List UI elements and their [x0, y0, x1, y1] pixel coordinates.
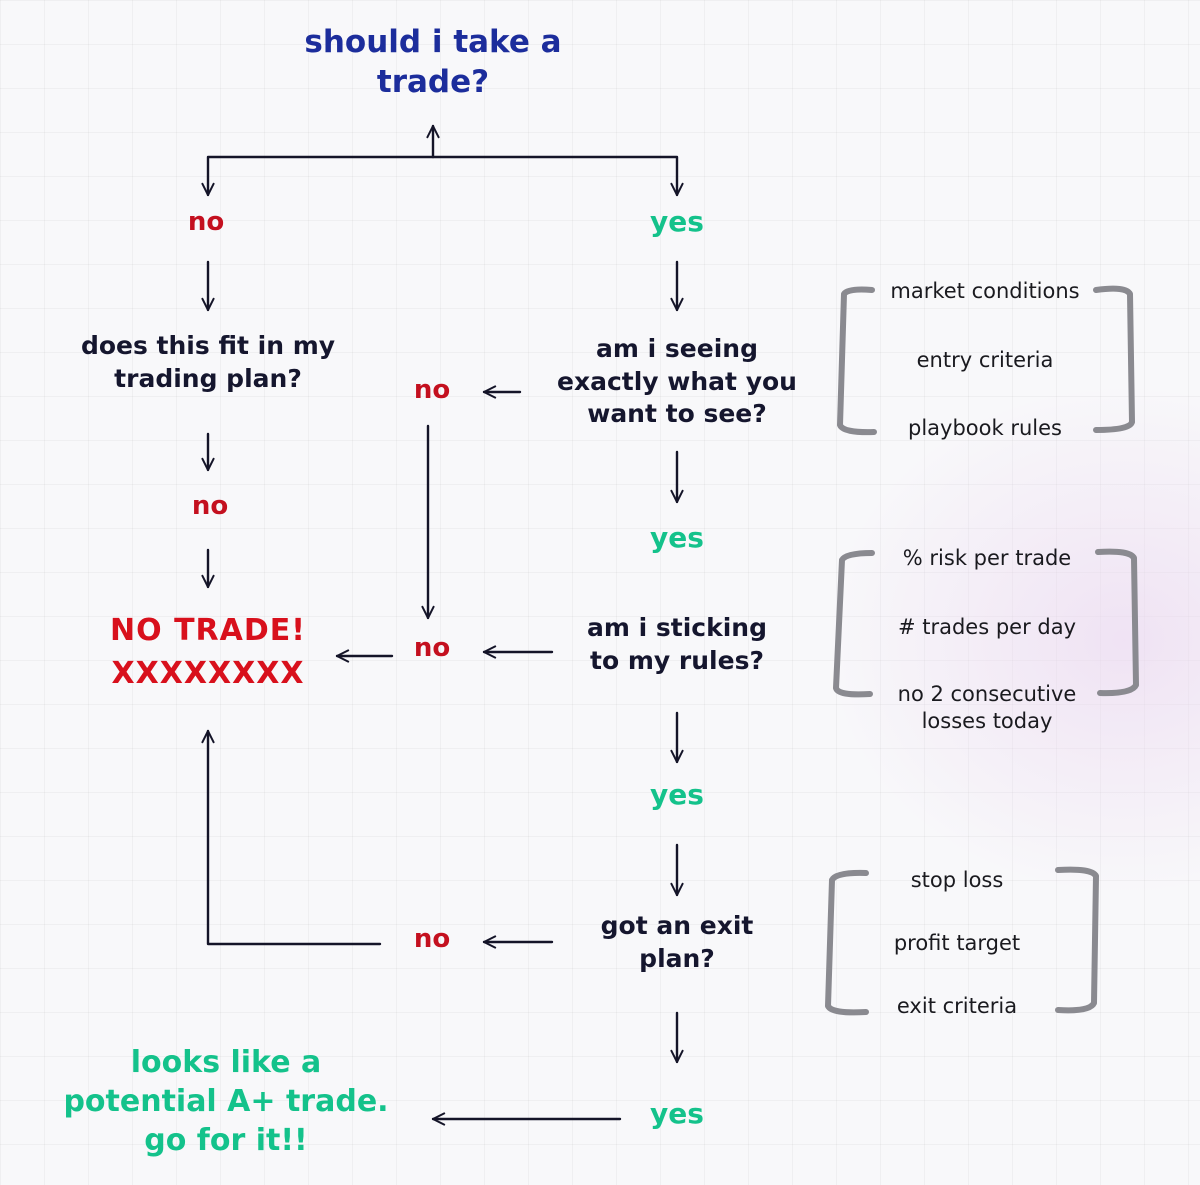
criterion-profit-target: profit target — [893, 931, 1021, 955]
potential-trade-outcome: looks like a potential A+ trade. go for … — [63, 1045, 389, 1158]
bracket-right-2 — [1095, 548, 1139, 697]
return-line-no-trade — [201, 729, 382, 946]
criterion-consecutive-losses: no 2 consecutive losses today — [897, 682, 1077, 734]
question-exit-plan: got an exit plan? — [600, 911, 754, 973]
initial-yes-label: yes — [650, 205, 704, 238]
sticking-yes-label: yes — [650, 778, 704, 811]
flowchart-title: should i take a trade? — [304, 24, 562, 101]
trading-plan-no-label: no — [191, 491, 229, 521]
no-trade-headline: NO TRADE! — [110, 613, 306, 648]
criterion-stop-loss: stop loss — [910, 868, 1004, 892]
seeing-no-label: no — [413, 375, 451, 405]
criterion-trades-per-day: # trades per day — [897, 615, 1077, 639]
criterion-market-conditions: market conditions — [890, 279, 1080, 303]
no-trade-marks: XXXXXXXX — [111, 656, 305, 691]
left-branch-no-label: no — [187, 207, 225, 237]
exit-plan-yes-label: yes — [650, 1097, 704, 1130]
criterion-entry-criteria: entry criteria — [916, 348, 1054, 372]
criterion-risk-per-trade: % risk per trade — [902, 546, 1072, 570]
split-line-right — [431, 155, 684, 197]
bracket-left-2 — [833, 550, 875, 698]
question-seeing-what-you-want: am i seeing exactly what you want to see… — [557, 334, 797, 428]
bracket-right-1 — [1093, 285, 1135, 433]
bracket-right-3 — [1055, 866, 1099, 1014]
question-sticking-to-rules: am i sticking to my rules? — [586, 613, 767, 675]
split-line-left — [201, 155, 435, 197]
seeing-yes-label: yes — [650, 521, 704, 554]
bracket-left-3 — [825, 869, 869, 1016]
sticking-no-label: no — [413, 633, 451, 663]
bracket-left-1 — [837, 286, 877, 436]
criterion-exit-criteria: exit criteria — [896, 994, 1018, 1018]
exit-plan-no-label: no — [413, 924, 451, 954]
trading-plan-question: does this fit in my trading plan? — [80, 331, 336, 393]
criterion-playbook-rules: playbook rules — [908, 416, 1062, 440]
